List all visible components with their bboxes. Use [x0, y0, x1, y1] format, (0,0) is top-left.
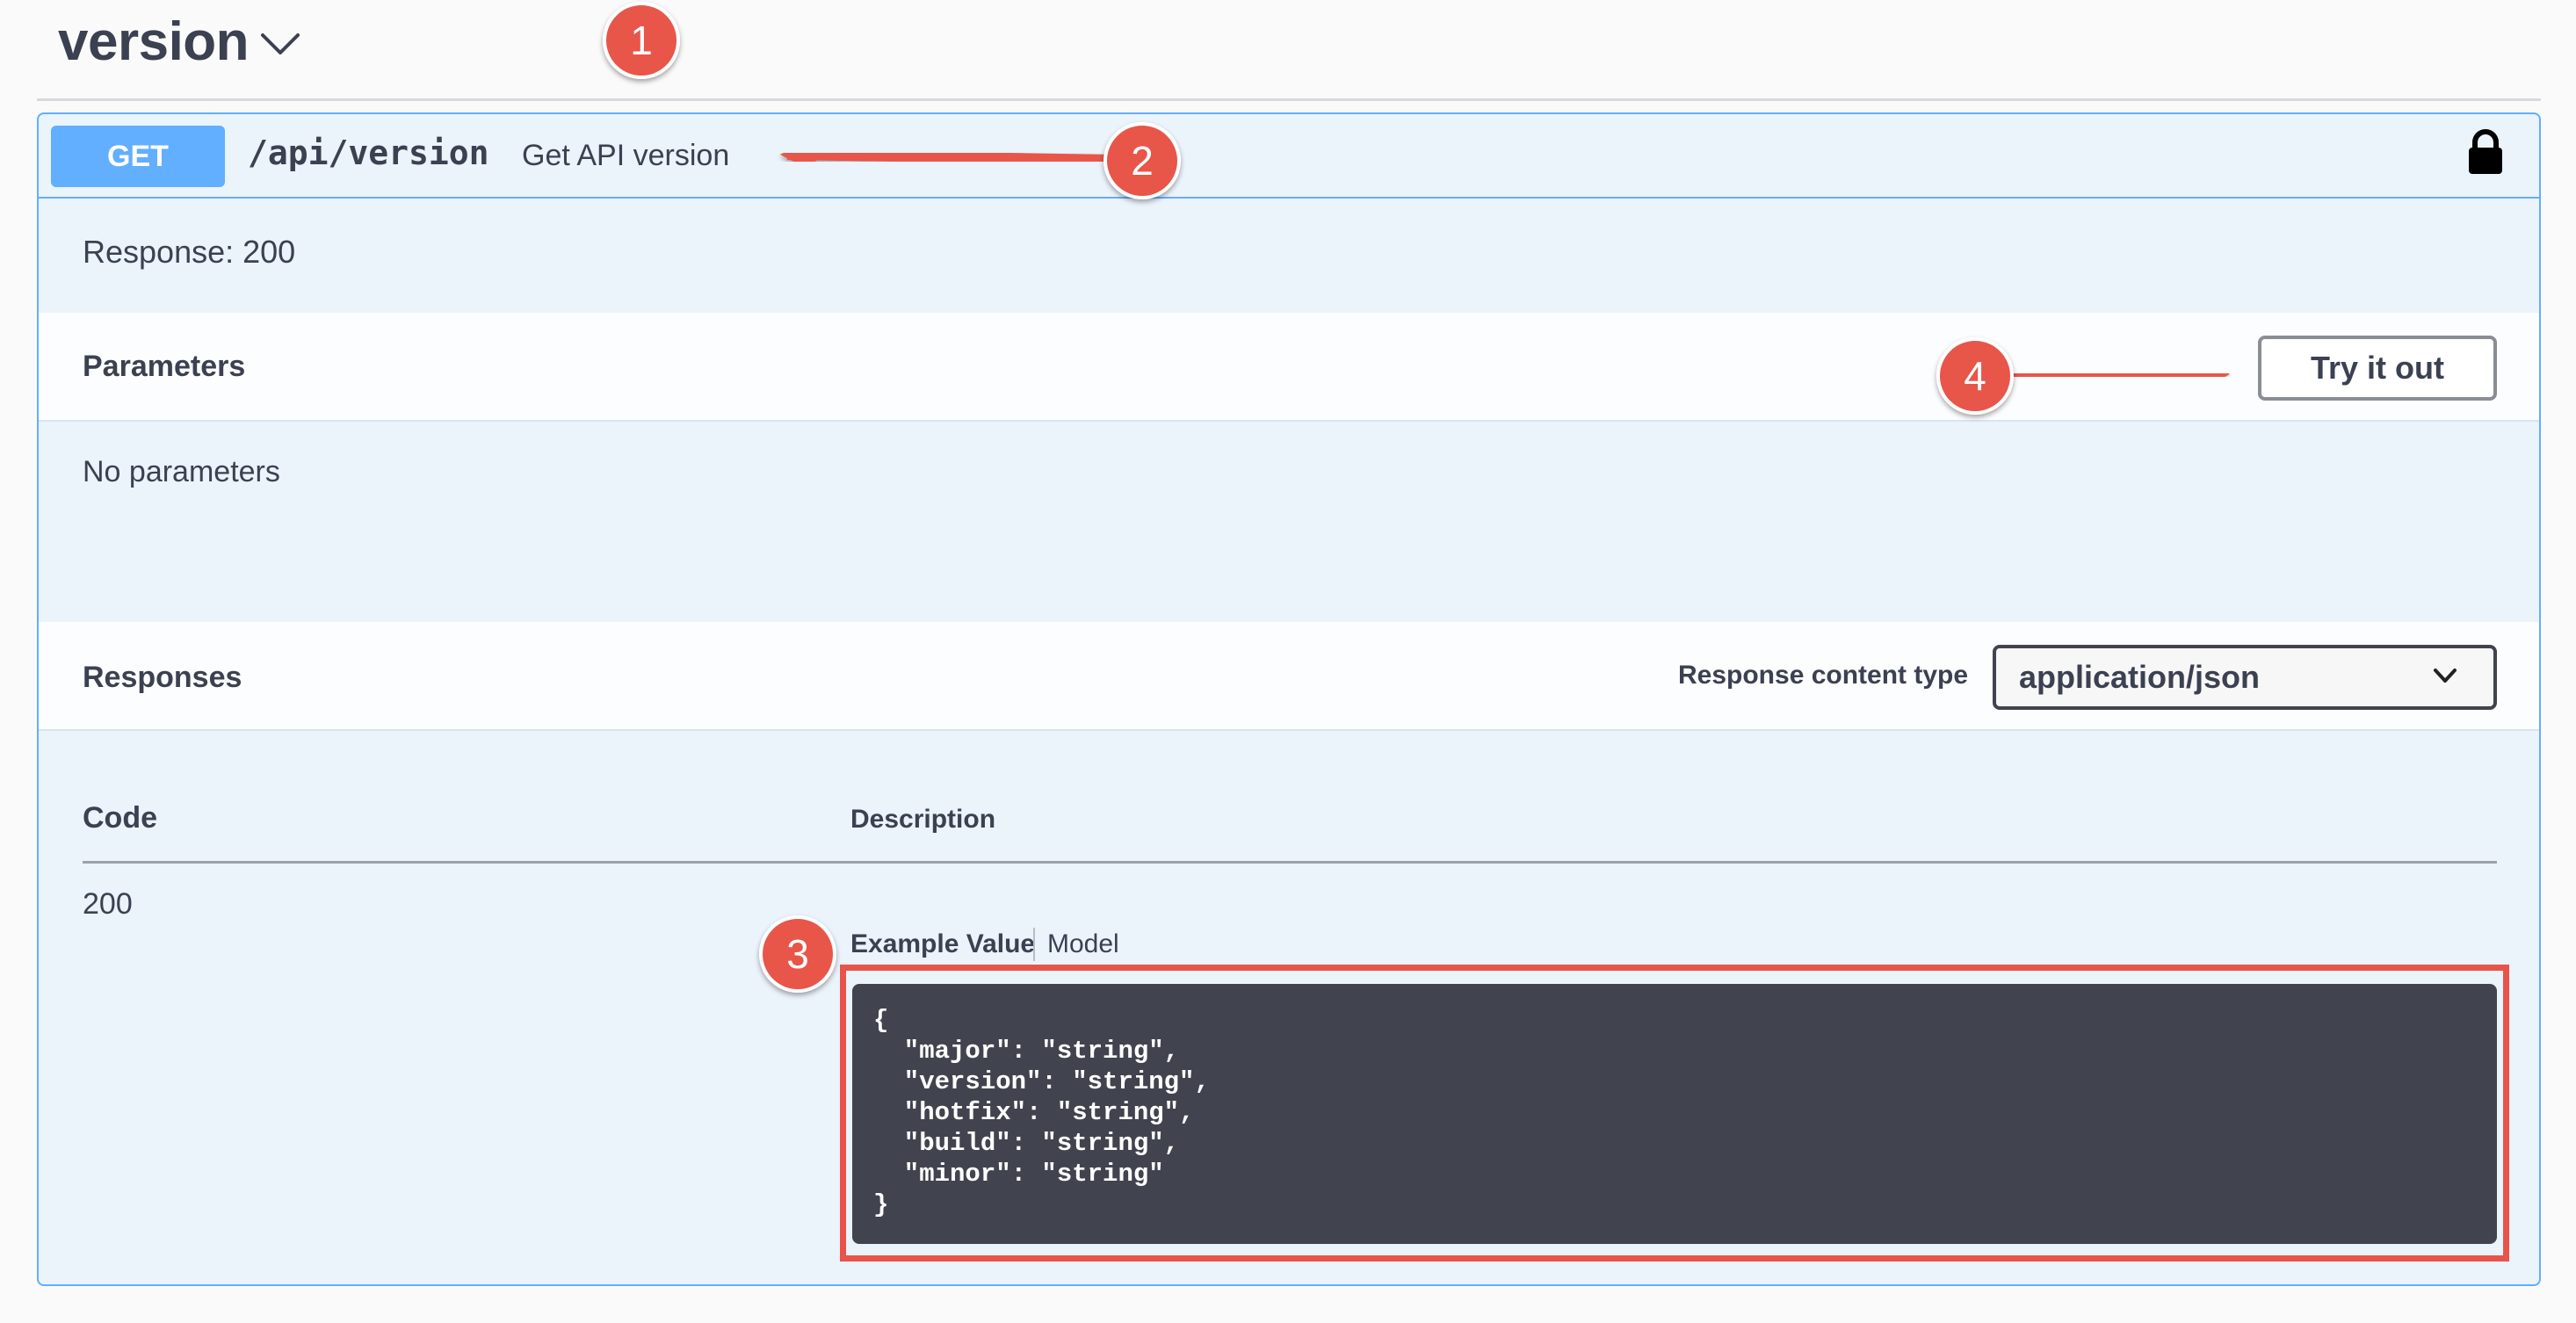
try-it-out-button[interactable]: Try it out [2258, 336, 2497, 401]
response-content-type-label: Response content type [1678, 661, 1969, 690]
lock-icon[interactable] [2465, 128, 2506, 176]
example-value-code: { "major": "string", "version": "string"… [873, 1006, 1210, 1219]
operation-summary-text: Get API version [522, 139, 730, 172]
tag-divider [37, 98, 2541, 101]
column-header-description: Description [850, 805, 996, 834]
example-value-box[interactable] [852, 984, 2497, 1244]
tab-model[interactable]: Model [1047, 929, 1119, 958]
operation-summary[interactable] [39, 114, 2539, 199]
operation-path: /api/version [248, 134, 489, 172]
table-header-divider [83, 861, 2497, 864]
responses-heading: Responses [83, 661, 242, 694]
svg-text:1: 1 [630, 18, 653, 63]
tab-example-value[interactable]: Example Value [850, 929, 1036, 958]
annotation-badge-1: 1 [603, 2, 680, 79]
tab-separator [1033, 928, 1035, 961]
annotation-highlight-box [840, 965, 2509, 1262]
method-badge: GET [51, 126, 225, 187]
tag-title[interactable]: version [58, 11, 250, 72]
parameters-heading: Parameters [83, 350, 246, 383]
response-note: Response: 200 [83, 234, 296, 270]
response-code: 200 [83, 887, 133, 921]
select-chevron-icon[interactable] [2432, 665, 2458, 686]
column-header-code: Code [83, 801, 157, 835]
no-parameters-text: No parameters [83, 455, 280, 488]
parameters-header [39, 313, 2539, 422]
chevron-down-icon[interactable] [258, 28, 302, 60]
response-content-type-select[interactable]: application/json [1993, 645, 2497, 710]
